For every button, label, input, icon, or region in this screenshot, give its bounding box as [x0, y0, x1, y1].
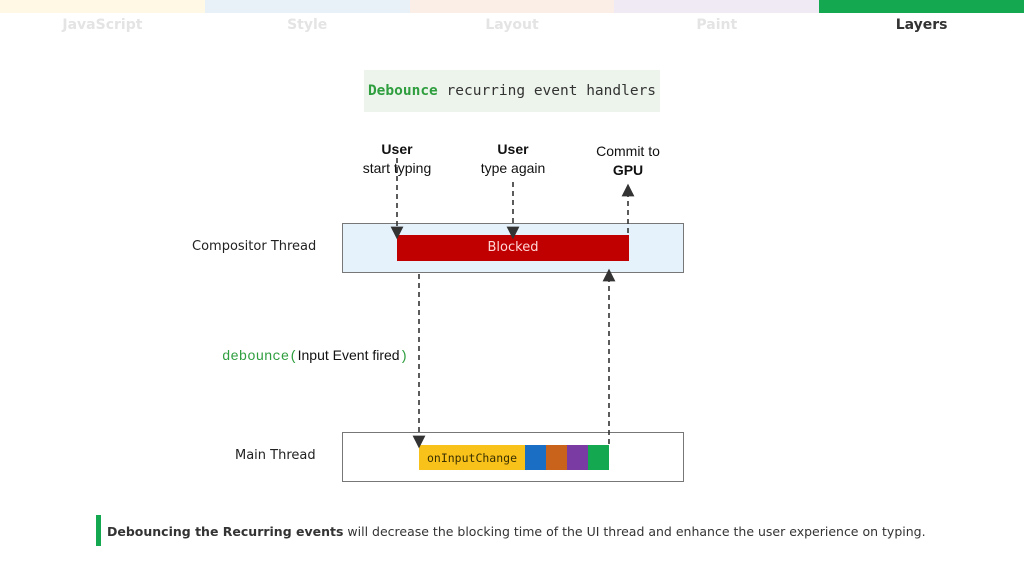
task-segment-blue — [525, 445, 546, 470]
tab-style[interactable]: Style — [204, 0, 410, 40]
event-text: Commit to — [596, 143, 660, 159]
event-user-type-again: User type again — [458, 140, 568, 178]
tab-label: Paint — [696, 17, 738, 33]
event-strong: GPU — [612, 162, 644, 178]
debounce-code-close: ) — [399, 349, 408, 365]
note-strong: Debouncing the Recurring events — [107, 524, 344, 539]
tab-javascript[interactable]: JavaScript — [0, 0, 205, 40]
event-strong: User — [381, 141, 413, 157]
compositor-thread-label: Compositor Thread — [192, 239, 317, 254]
oninputchange-task: onInputChange — [419, 445, 525, 470]
main-thread-label: Main Thread — [235, 448, 316, 463]
stage-tab-bar: JavaScript Style Layout Paint Layers — [0, 0, 1024, 40]
debounce-text: Input Event fired — [297, 347, 400, 363]
slide-title: Debounce recurring event handlers — [364, 70, 660, 112]
event-strong: User — [497, 141, 529, 157]
title-highlight: Debounce — [367, 83, 438, 99]
tab-strip — [409, 0, 615, 13]
task-segment-purple — [567, 445, 588, 470]
note-accent-bar — [96, 515, 101, 546]
note-text: will decrease the blocking time of the U… — [343, 524, 926, 539]
footer-note: Debouncing the Recurring events will dec… — [107, 524, 926, 539]
tab-paint[interactable]: Paint — [614, 0, 820, 40]
task-segment-green — [588, 445, 609, 470]
debounce-code-open: debounce( — [222, 349, 298, 365]
tab-label: Layout — [485, 17, 539, 33]
tab-layers[interactable]: Layers — [819, 0, 1024, 40]
tab-label: Layers — [895, 17, 948, 33]
tab-label: JavaScript — [62, 17, 143, 33]
event-commit-to-gpu: Commit to GPU — [573, 142, 683, 180]
tab-layout[interactable]: Layout — [409, 0, 615, 40]
tab-strip — [204, 0, 410, 13]
tab-label: Style — [287, 17, 328, 33]
tab-strip — [0, 0, 205, 13]
tab-strip — [614, 0, 820, 13]
tab-strip — [819, 0, 1024, 13]
event-text: type again — [480, 160, 546, 176]
debounce-call-label: debounce(Input Event fired) — [222, 347, 408, 365]
task-segment-orange — [546, 445, 567, 470]
title-rest: recurring event handlers — [437, 83, 657, 99]
